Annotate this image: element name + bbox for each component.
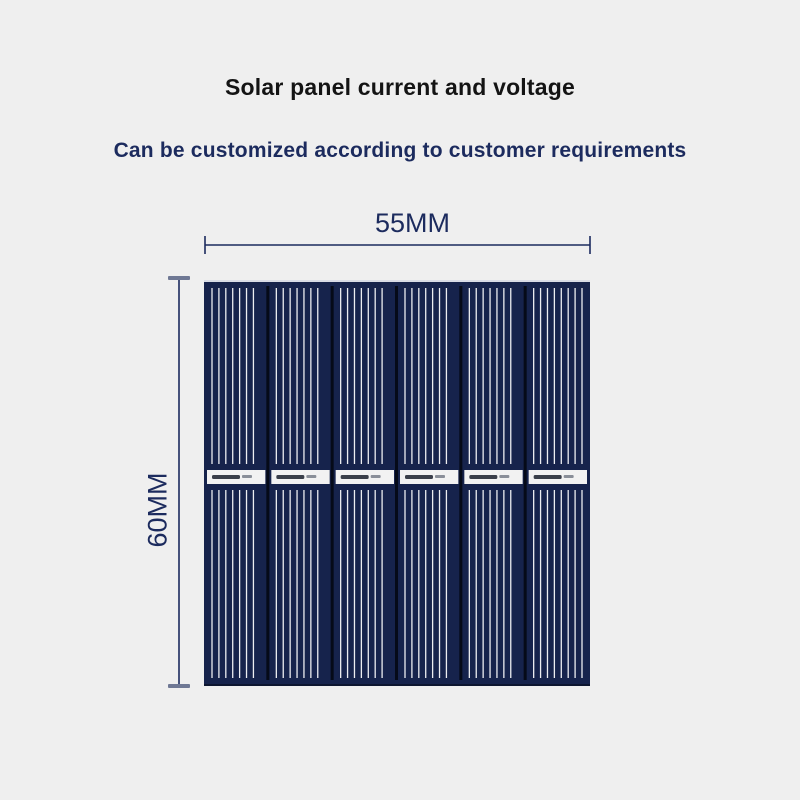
busbar-solder [469, 475, 498, 479]
height-tick-top [168, 276, 190, 280]
busbar-solder [212, 475, 240, 479]
busbar-solder [405, 475, 433, 479]
busbar-solder-tail [499, 475, 510, 478]
solar-cells-illustration [204, 280, 590, 686]
cell-separator [395, 286, 398, 680]
solar-panel [204, 280, 590, 686]
width-label: 55MM [374, 208, 450, 238]
height-label: 60MM [142, 472, 173, 548]
height-tick-bottom [168, 684, 190, 688]
cell-separator [330, 286, 334, 680]
busbar-solder-tail [306, 475, 317, 478]
cell-separator [266, 286, 270, 680]
busbar-solder-tail [242, 475, 252, 478]
panel-top-edge [204, 280, 590, 282]
page-subtitle: Can be customized according to customer … [113, 139, 687, 162]
busbar-solder [533, 475, 562, 479]
busbar-solder-tail [563, 475, 574, 478]
panel-bottom-edge [204, 684, 590, 686]
cell-separator [523, 286, 527, 680]
busbar-solder [276, 475, 305, 479]
busbar-solder-tail [370, 475, 381, 478]
busbar-solder-tail [435, 475, 445, 478]
cell-separator [459, 286, 463, 680]
page-title: Solar panel current and voltage [224, 74, 575, 100]
busbar-solder [340, 475, 369, 479]
